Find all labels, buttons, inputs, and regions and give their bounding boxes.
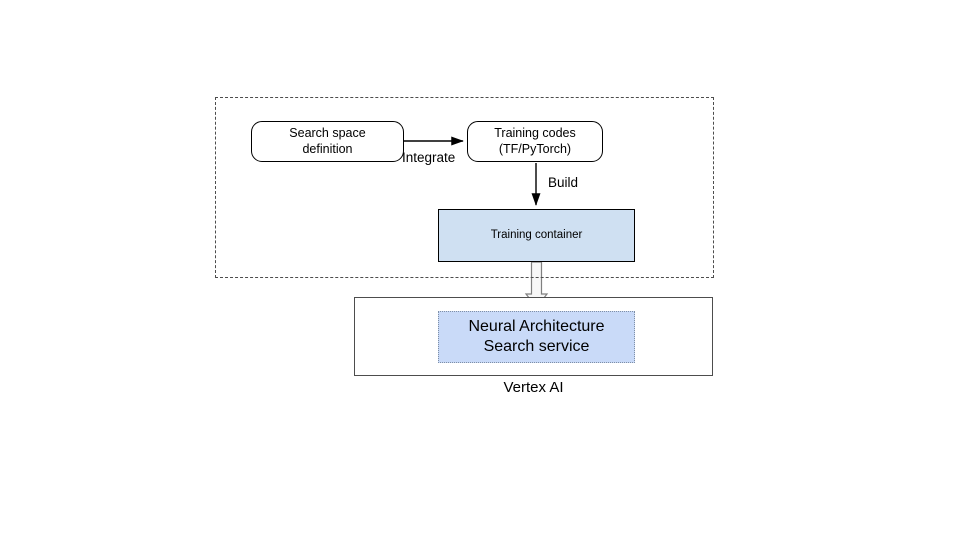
- vertex-ai-caption: Vertex AI: [503, 379, 564, 396]
- node-training-container[interactable]: Training container: [438, 209, 635, 262]
- node-search-space-definition[interactable]: Search space definition: [251, 121, 404, 162]
- node-training-codes[interactable]: Training codes (TF/PyTorch): [467, 121, 603, 162]
- user-side-group-box: [215, 97, 714, 278]
- node-neural-architecture-search-service[interactable]: Neural Architecture Search service: [438, 311, 635, 363]
- edge-label-build: Build: [548, 175, 579, 190]
- edge-label-integrate: Integrate: [402, 150, 456, 165]
